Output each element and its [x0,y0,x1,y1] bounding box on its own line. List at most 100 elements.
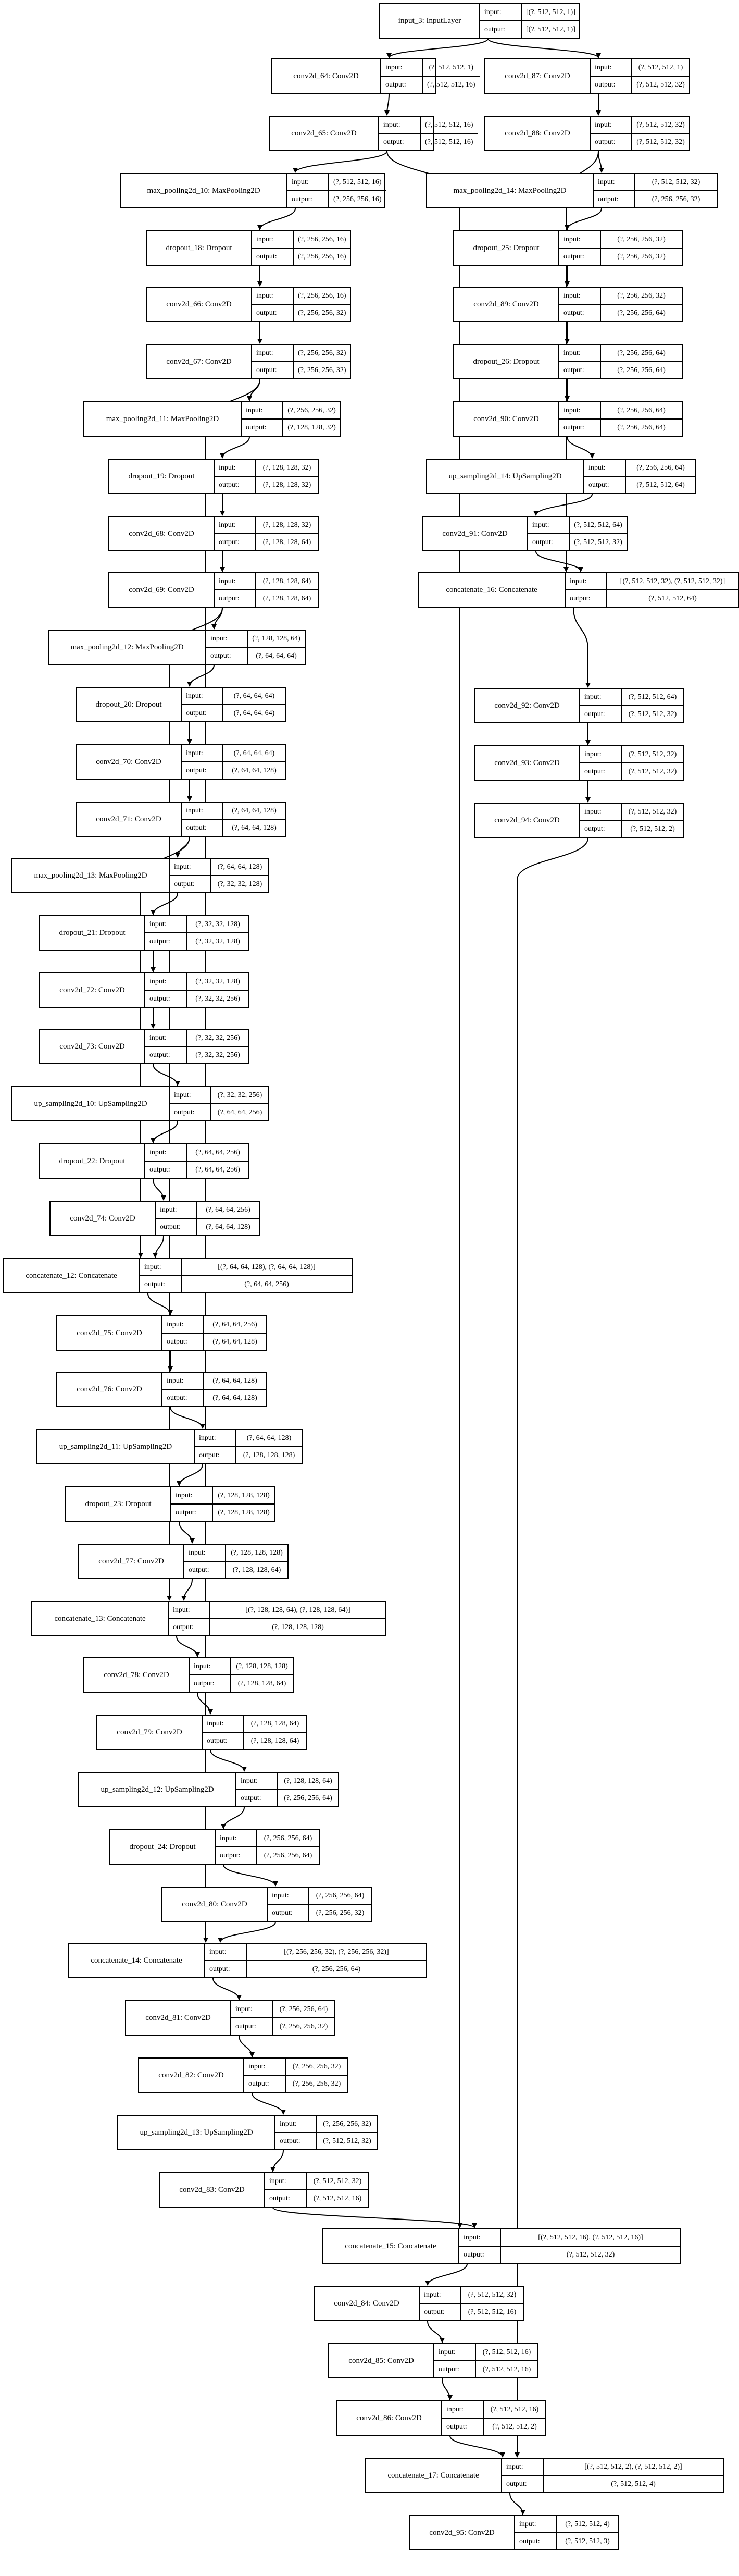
layer-name: conv2d_74: Conv2D [51,1202,156,1235]
input-label: input: [292,178,309,186]
input-label: input: [424,2290,441,2299]
input-label: input: [219,521,236,529]
output-label: output: [145,1161,186,1178]
input-label: input: [272,1891,289,1900]
input-shape: (?, 64, 64, 256) [195,1148,240,1156]
edge-n3-n4 [257,208,296,230]
input-label: input: [246,406,263,414]
input-shape: (?, 512, 512, 4) [565,2520,610,2528]
output-shape: (?, 256, 256, 32) [635,190,717,207]
layer-name: conv2d_88: Conv2D [485,117,591,150]
input-label: input: [174,862,191,871]
input-shape: (?, 64, 64, 128) [246,1434,292,1442]
input-shape: (?, 256, 256, 64) [316,1891,365,1900]
input-label: input: [173,1606,190,1614]
layer-name: conv2d_86: Conv2D [337,2401,442,2435]
output-label: output: [381,76,422,93]
output-label: output: [205,1960,246,1977]
layer-name: conv2d_76: Conv2D [57,1373,162,1406]
input-label: input: [194,1662,211,1670]
output-label: output: [591,76,631,93]
output-shape: (?, 512, 512, 2) [622,820,683,837]
input-shape: [(?, 128, 128, 64), (?, 128, 128, 64)] [245,1606,350,1614]
edge-n50-n51 [533,494,593,516]
layer-name: conv2d_93: Conv2D [475,746,580,780]
edge-n32-n33 [223,1864,278,1887]
input-label: input: [595,120,612,129]
layer-name: max_pooling2d_11: MaxPooling2D [84,402,242,436]
input-label: input: [464,2233,481,2241]
output-label: output: [515,2532,556,2549]
edge-n40-n41 [427,2321,445,2343]
edge-n45-n46 [565,208,602,230]
output-label: output: [434,2360,475,2377]
input-shape: (?, 256, 256, 64) [264,1834,312,1842]
output-shape: (?, 128, 128, 64) [231,1674,293,1692]
output-shape: (?, 32, 32, 128) [187,932,248,950]
input-label: input: [519,2520,536,2528]
layer-name: conv2d_64: Conv2D [272,59,381,93]
edge-n19-n20 [151,1121,178,1143]
layer-name: conv2d_69: Conv2D [109,573,215,607]
output-shape: (?, 64, 64, 128) [197,1218,259,1235]
input-shape: (?, 256, 256, 16) [298,291,346,300]
input-shape: [(?, 256, 256, 32), (?, 256, 256, 32)] [284,1948,389,1956]
output-shape: (?, 512, 512, 2) [484,2418,545,2435]
input-shape: (?, 512, 512, 1) [638,63,683,71]
output-label: output: [252,248,293,265]
edge-n30-n31 [210,1749,247,1772]
edge-n26-n27 [179,1521,195,1544]
edge-n2-n3 [293,151,387,173]
input-label: input: [149,1148,167,1156]
output-shape: (?, 256, 256, 32) [309,1904,371,1921]
input-label: input: [160,1205,177,1214]
layer-name: conv2d_83: Conv2D [160,2173,265,2207]
edge-n28-n29 [176,1636,200,1657]
input-shape: (?, 512, 512, 64) [574,521,622,529]
output-shape: (?, 64, 64, 64) [223,704,285,721]
output-shape: (?, 128, 128, 64) [226,1561,287,1578]
input-shape: (?, 64, 64, 64) [233,692,275,700]
layer-name: conv2d_90: Conv2D [454,402,559,436]
layer-name: concatenate_14: Concatenate [69,1944,205,1977]
input-shape: (?, 512, 512, 32) [468,2290,517,2299]
input-label: input: [385,63,403,71]
output-shape: (?, 32, 32, 256) [187,990,248,1007]
output-label: output: [379,133,420,150]
output-label: output: [580,762,621,780]
input-shape: (?, 512, 512, 32) [628,750,677,758]
edge-n34-n35 [212,1978,242,2000]
edge-n36-n37 [252,2092,286,2115]
output-shape: (?, 128, 128, 128) [210,1618,385,1635]
edge-n27-n28 [181,1579,193,1601]
output-shape: (?, 512, 512, 64) [607,589,738,607]
output-shape: (?, 512, 512, 16) [421,133,478,150]
output-label: output: [252,361,293,378]
output-label: output: [215,589,255,607]
layer-name: max_pooling2d_10: MaxPooling2D [121,174,287,207]
edge-n15-n16 [151,893,178,915]
output-shape: (?, 256, 256, 64) [257,1846,319,1864]
